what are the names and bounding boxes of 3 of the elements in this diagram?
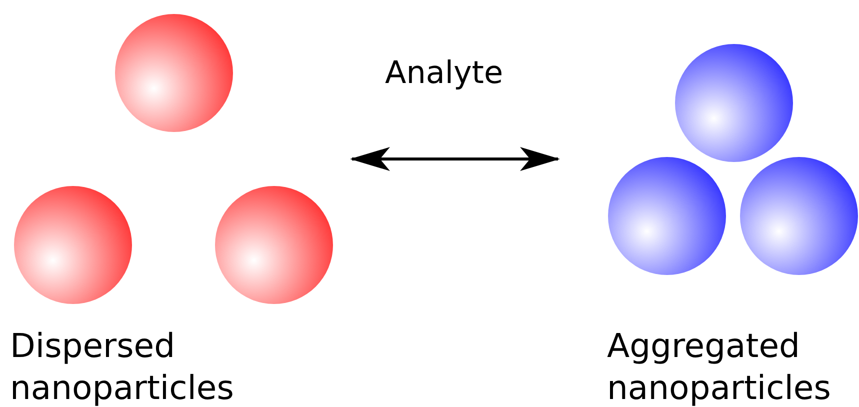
caption-text: Aggregated nanoparticles: [607, 325, 832, 407]
caption-text: Dispersed nanoparticles: [10, 325, 235, 407]
double-arrow: [350, 147, 560, 171]
